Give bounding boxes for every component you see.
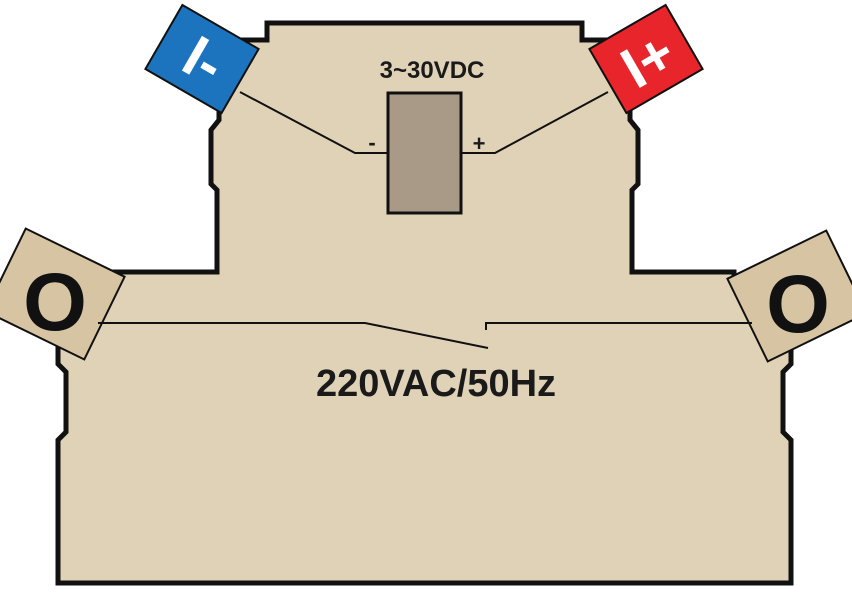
coil-lead-negative [239,91,388,154]
terminal-negative-tab [144,3,260,115]
terminal-output-right: O [726,229,852,363]
ac-output-label: 220VAC/50Hz [316,363,556,405]
terminal-input-negative: I- [144,3,260,115]
input-coil [386,91,463,215]
dc-input-label: 3~30VDC [380,57,485,84]
terminal-left-label: O [23,257,87,348]
terminal-left-tab [0,227,126,361]
switch-contact-right [485,322,752,330]
terminal-positive-tab [588,3,704,115]
coil-lead-positive [462,91,609,154]
terminal-right-label: O [766,259,830,350]
terminal-right-tab [726,229,852,363]
coil-minus-sign: - [368,130,375,155]
terminal-input-positive: I+ [588,3,704,115]
terminal-output-left: O [0,227,126,361]
switch-contact-left [98,322,489,349]
coil-plus-sign: + [473,131,486,156]
